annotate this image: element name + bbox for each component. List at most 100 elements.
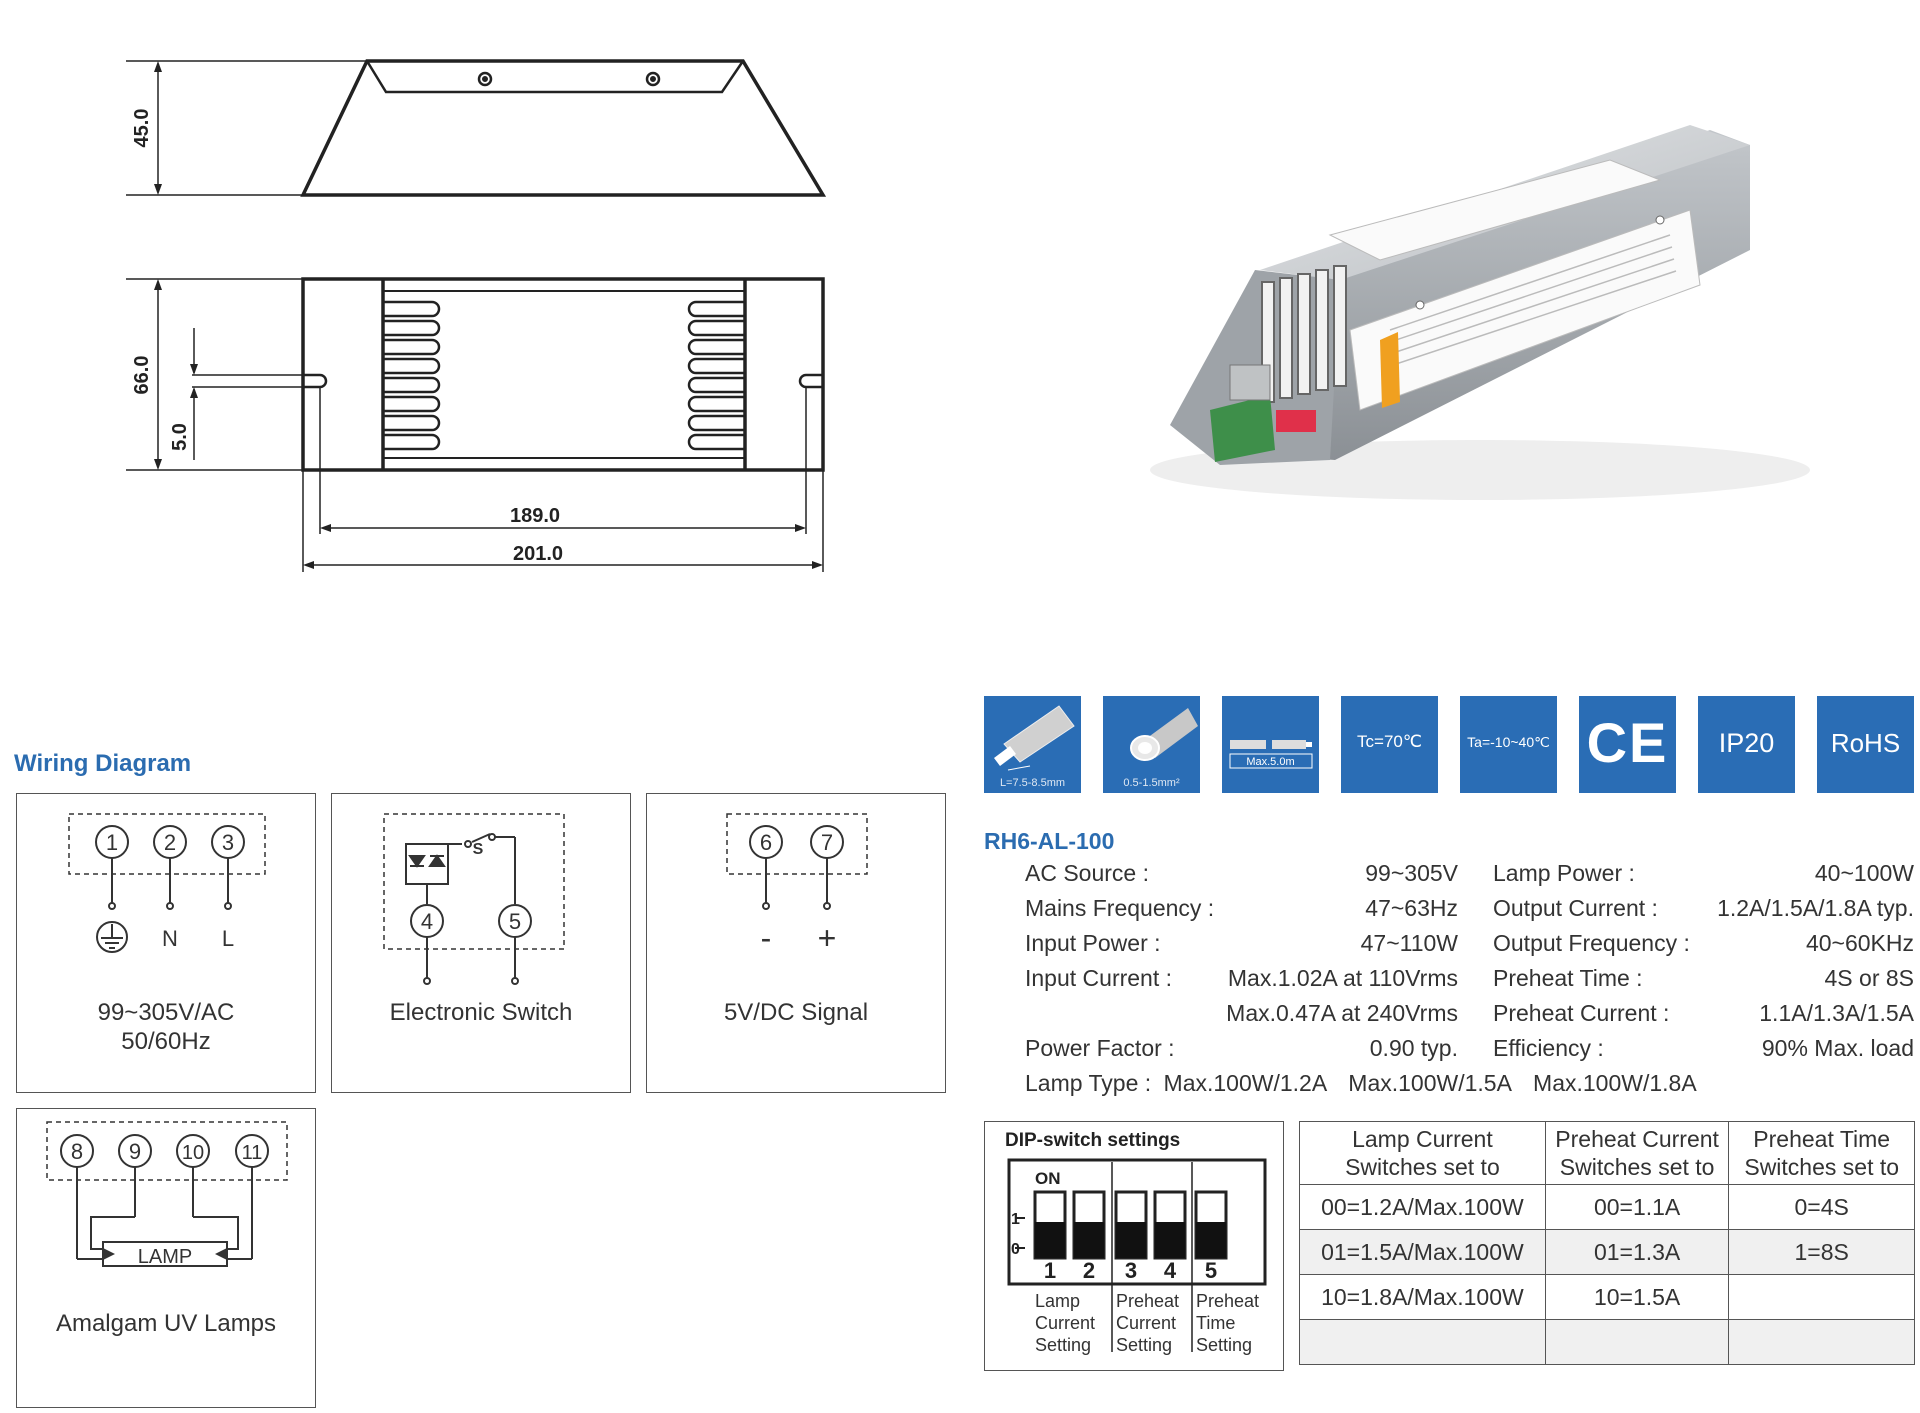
table-cell: 10=1.5A: [1544, 1274, 1730, 1320]
preheat-time-group-label: Preheat Time Setting: [1196, 1290, 1259, 1356]
header-preheat-current: Preheat Current Switches set to: [1544, 1121, 1730, 1185]
group-label-line: Lamp: [1035, 1291, 1081, 1311]
spec-value: 90% Max. load: [1761, 1035, 1914, 1061]
terminal-6: 6: [760, 830, 772, 855]
model-title: RH6-AL-100: [984, 828, 1115, 854]
group-label-line: Current: [1035, 1313, 1096, 1333]
power-caption-line1: 99~305V/AC: [97, 999, 235, 1026]
wiring-box-power: 1 2 3 N L 99~305V/AC 50/60Hz: [16, 793, 316, 1093]
spec-label: Mains Frequency :: [1025, 895, 1215, 921]
dim-height-top: 66.0: [131, 356, 153, 395]
group-label-line: Time: [1196, 1313, 1236, 1333]
wire-length-icon: [1229, 740, 1313, 769]
dim-outer-length: 201.0: [513, 543, 563, 565]
lamp-type-value: Max.100W/1.5A: [1348, 1070, 1511, 1096]
group-label-line: Preheat: [1116, 1291, 1180, 1311]
mechanical-drawing: 45.0 66.0 5.0 189.0 201.0: [126, 59, 827, 572]
dim-height-side: 45.0: [131, 109, 153, 148]
switch-label: S: [473, 841, 484, 858]
spec-value: 1.1A/1.3A/1.5A: [1759, 1000, 1914, 1026]
ce-tile: CE: [1579, 696, 1676, 793]
table-cell: 1=8S: [1728, 1229, 1915, 1275]
spec-label: Output Current :: [1493, 895, 1658, 921]
table-cell: [1544, 1319, 1730, 1365]
rohs-text: RoHS: [1830, 728, 1901, 758]
table-cell: [1728, 1274, 1915, 1320]
dim-slot: 5.0: [169, 423, 191, 451]
ballast-product-image: [1150, 125, 1810, 500]
dip-switch-diagram: ON 1 0 1 2 3 4 5: [1007, 1158, 1267, 1352]
dip-toggle: [1153, 1190, 1187, 1260]
spec-value: 47~110W: [1360, 930, 1458, 956]
signal-caption: 5V/DC Signal: [723, 999, 869, 1026]
terminal-2: 2: [164, 830, 176, 855]
ta-text: Ta=-10~40℃: [1467, 734, 1550, 750]
spec-value: 99~305V: [1365, 860, 1458, 886]
switch-caption: Electronic Switch: [389, 999, 573, 1026]
spec-label: Input Power :: [1025, 930, 1161, 956]
header-line: Lamp Current: [1352, 1126, 1493, 1152]
dip-toggle: [1114, 1190, 1148, 1260]
lamp-caption: Amalgam UV Lamps: [55, 1310, 277, 1337]
header-lamp-current: Lamp Current Switches set to: [1299, 1121, 1546, 1185]
terminal-11: 11: [242, 1142, 263, 1164]
header-line: Switches set to: [1744, 1154, 1900, 1180]
wire-size-tile: 0.5-1.5mm²: [1103, 696, 1200, 793]
minus-label: -: [761, 920, 772, 956]
wiring-diagram-title: Wiring Diagram: [14, 750, 192, 777]
ground-icon: [96, 921, 128, 953]
table-row: 10=1.8A/Max.100W 10=1.5A: [1299, 1274, 1915, 1320]
terminal-7: 7: [821, 830, 833, 855]
ip20-tile: IP20: [1698, 696, 1795, 793]
spec-label: Input Current :: [1025, 965, 1173, 991]
line-label: L: [222, 926, 234, 951]
group-label-line: Current: [1116, 1313, 1177, 1333]
wire-cross-section-icon: [1130, 708, 1198, 761]
table-cell: 00=1.2A/Max.100W: [1299, 1184, 1546, 1230]
ta-tile: Ta=-10~40℃: [1460, 696, 1557, 793]
header-line: Preheat Time: [1753, 1126, 1891, 1152]
header-line: Switches set to: [1345, 1154, 1500, 1180]
spec-value: 0.90 typ.: [1369, 1035, 1458, 1061]
dim-inner-length: 189.0: [510, 505, 560, 527]
terminal-10: 10: [182, 1142, 204, 1164]
table-cell: [1728, 1319, 1915, 1365]
group-label-line: Setting: [1035, 1335, 1092, 1355]
neutral-label: N: [162, 926, 178, 951]
header-line: Preheat Current: [1555, 1126, 1719, 1152]
lamp-current-group-label: Lamp Current Setting: [1035, 1290, 1095, 1356]
strip-length-text: L=7.5-8.5mm: [999, 777, 1066, 789]
wire-length-text: Max.5.0m: [1246, 756, 1295, 768]
group-label-line: Setting: [1116, 1335, 1173, 1355]
table-row: 00=1.2A/Max.100W 00=1.1A 0=4S: [1299, 1184, 1915, 1230]
terminal-8: 8: [71, 1139, 83, 1164]
wire-size-text: 0.5-1.5mm²: [1123, 777, 1180, 789]
table-row: [1299, 1319, 1915, 1365]
terminal-9: 9: [129, 1139, 141, 1164]
terminal-1: 1: [106, 830, 118, 855]
table-cell: 00=1.1A: [1544, 1184, 1730, 1230]
table-cell: 10=1.8A/Max.100W: [1299, 1274, 1546, 1320]
wiring-box-switch: S 4 5 Electronic Switch: [331, 793, 631, 1093]
group-label-line: Preheat: [1196, 1291, 1260, 1311]
table-cell: 01=1.5A/Max.100W: [1299, 1229, 1546, 1275]
dip-switch-title: DIP-switch settings: [1005, 1130, 1181, 1151]
spec-label: Output Frequency :: [1493, 930, 1690, 956]
spec-value: 1.2A/1.5A/1.8A typ.: [1717, 895, 1914, 921]
dip-switch-number: 2: [1083, 1258, 1095, 1283]
spec-value: Max.0.47A at 240Vrms: [1226, 1000, 1458, 1026]
dip-level-1: 1: [1011, 1211, 1020, 1228]
lamp-type-value: Max.100W/1.8A: [1533, 1070, 1697, 1096]
rohs-tile: RoHS: [1817, 696, 1914, 793]
dip-toggle: [1072, 1190, 1106, 1260]
spec-value: 4S or 8S: [1824, 965, 1915, 991]
table-cell: 01=1.3A: [1544, 1229, 1730, 1275]
spec-value: 40~100W: [1814, 860, 1914, 886]
table-cell: 0=4S: [1728, 1184, 1915, 1230]
dip-switch-number: 1: [1044, 1258, 1056, 1283]
spec-label: Power Factor :: [1025, 1035, 1175, 1061]
spec-label: AC Source :: [1025, 860, 1149, 886]
dip-switch-number: 3: [1125, 1258, 1137, 1283]
dip-switch-panel: DIP-switch settings ON 1 0: [984, 1121, 1284, 1371]
dip-switch-number: 4: [1164, 1258, 1177, 1283]
